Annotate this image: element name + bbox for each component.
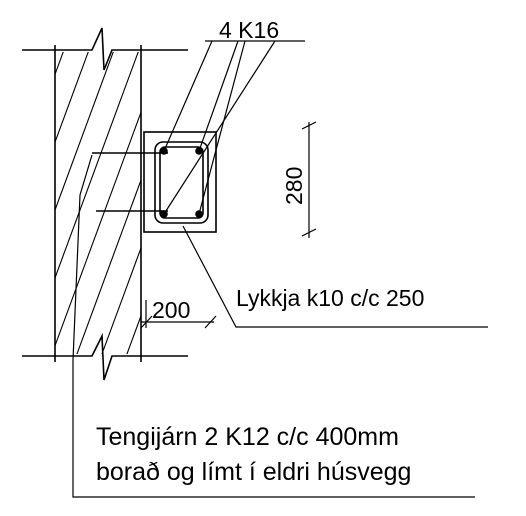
wall-hatching: [55, 52, 141, 354]
width-dimension: [140, 300, 217, 329]
dowel-label-line1: Tengijárn 2 K12 c/c 400mm: [96, 423, 399, 451]
width-dim-label: 200: [152, 297, 190, 323]
width-dim-tick-left: [140, 315, 153, 329]
bars-leader-1: [163, 40, 213, 152]
height-dimension: [301, 121, 317, 238]
dowel-label-line2: borað og límt í eldri húsvegg: [96, 458, 411, 486]
height-dim-label: 280: [281, 167, 307, 205]
top-break-line: [22, 27, 188, 71]
stirrup-label: Lykkja k10 c/c 250: [236, 285, 424, 311]
bottom-break-line: [22, 332, 188, 381]
beam-outline: [143, 131, 217, 233]
existing-wall: [22, 27, 188, 381]
bars-leader-2: [198, 40, 239, 152]
width-dim-tick-right: [204, 315, 217, 329]
bars-leader-4: [163, 40, 276, 215]
beam-section: [143, 131, 217, 233]
rebar-leaders: [163, 40, 305, 215]
stirrup-leader-line: [182, 225, 488, 328]
stirrup-outer: [154, 141, 209, 224]
bars-label: 4 K16: [219, 17, 279, 43]
height-dim-tick-bottom: [301, 228, 317, 237]
height-dim-tick-top: [301, 121, 317, 130]
dowel-leader-line: [72, 154, 475, 498]
stirrup-inner: [159, 146, 204, 219]
bars-leader-3: [198, 40, 246, 215]
